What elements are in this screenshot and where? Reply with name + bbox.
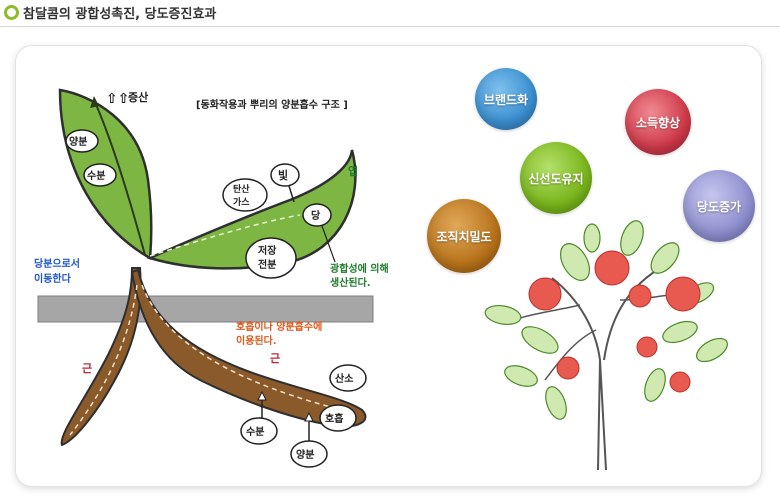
stem — [60, 267, 142, 447]
apples — [528, 250, 701, 393]
bubble-sugar-label: 당도증가 — [696, 199, 742, 214]
section-header: 참달콤의 광합성촉진, 당도증진효과 — [0, 0, 780, 26]
bubble-freshness-label: 신선도유지 — [528, 171, 584, 186]
bubble-brand: 브랜드화 — [475, 68, 537, 130]
header-divider — [0, 26, 780, 27]
respiration-label: 호흡 — [325, 412, 343, 425]
right-leaf — [146, 149, 357, 270]
leaves — [484, 220, 728, 420]
move-note-2: 이동한다 — [34, 272, 72, 285]
increase-label: 증산 — [128, 90, 148, 104]
respiration-note-2: 이용된다. — [236, 334, 277, 347]
root-label-mid: 근 — [270, 352, 280, 365]
soil-band — [38, 296, 373, 322]
oxygen-label: 산소 — [335, 372, 353, 385]
bubble-income-label: 소득향상 — [635, 115, 681, 130]
root-water-label: 수분 — [246, 426, 264, 438]
diagram-caption: [동화작용과 뿌리의 양분흡수 구조 ] — [196, 98, 348, 111]
bubble-income: 소득향상 — [625, 89, 691, 155]
sugar-label: 당 — [311, 209, 321, 222]
photosynthesis-note-2: 생산된다. — [330, 276, 371, 289]
co2-label-1: 탄산 — [233, 183, 250, 195]
yangbun-label: 양분 — [69, 136, 87, 148]
root-nutrient-label: 양분 — [296, 449, 314, 461]
root-label-left: 근 — [82, 362, 92, 375]
bubble-brand-label: 브랜드화 — [483, 92, 529, 107]
bubble-density-label: 조직치밀도 — [436, 229, 492, 244]
starch-label-2: 전분 — [258, 258, 276, 271]
tree-trunk — [551, 267, 661, 471]
bubble-freshness: 신선도유지 — [520, 142, 592, 214]
bubble-density: 조직치밀도 — [427, 199, 501, 273]
bubble-sugar: 당도증가 — [683, 170, 755, 242]
respiration-note-1: 호흡이나 양분흡수에 — [236, 320, 322, 333]
photosynthesis-note-1: 광합성에 의해 — [330, 262, 389, 275]
up-arrows-icon: ⇧⇧ — [106, 91, 129, 107]
starch-label-1: 저장 — [258, 244, 277, 257]
bullet-icon — [4, 5, 19, 20]
co2-label-2: 가스 — [233, 196, 250, 208]
subun-label: 수분 — [87, 170, 105, 182]
section-title: 참달콤의 광합성촉진, 당도증진효과 — [23, 7, 217, 22]
move-note-1: 당분으로서 — [34, 257, 80, 270]
leaf-label: 엽 — [348, 164, 358, 178]
light-label: 빛 — [278, 168, 288, 182]
